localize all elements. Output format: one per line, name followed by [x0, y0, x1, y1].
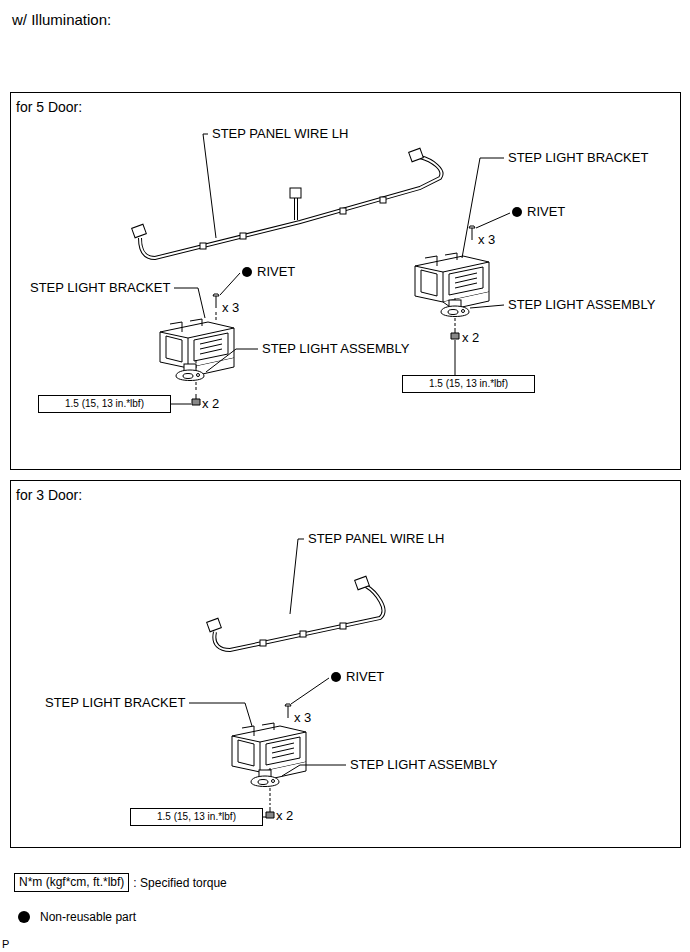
- non-reusable-symbol: [18, 911, 30, 923]
- page-title: w/ Illumination:: [12, 11, 111, 29]
- part-name: RIVET: [257, 264, 295, 280]
- legend-text: : Specified torque: [133, 875, 226, 891]
- part-name: STEP LIGHT BRACKET: [45, 695, 185, 711]
- torque-value: 1.5 (15, 13 in.*lbf): [157, 811, 236, 822]
- panel-heading: for 3 Door:: [16, 487, 82, 503]
- quantity: x 2: [276, 808, 293, 824]
- part-name: STEP LIGHT BRACKET: [30, 280, 170, 296]
- part-name: STEP LIGHT ASSEMBLY: [262, 341, 409, 357]
- quantity: x 3: [222, 300, 239, 316]
- torque-value: N*m (kgf*cm, ft.*lbf): [19, 875, 124, 889]
- part-name: RIVET: [527, 204, 565, 220]
- page-mark: P: [2, 936, 9, 952]
- torque-box: 1.5 (15, 13 in.*lbf): [402, 375, 535, 393]
- quantity: x 3: [294, 710, 311, 726]
- torque-unit-box: N*m (kgf*cm, ft.*lbf): [14, 873, 129, 892]
- part-name: RIVET: [346, 669, 384, 685]
- part-name: STEP LIGHT ASSEMBLY: [350, 757, 497, 773]
- quantity: x 2: [462, 330, 479, 346]
- torque-box: 1.5 (15, 13 in.*lbf): [130, 808, 263, 826]
- wire-harness: [132, 148, 442, 258]
- wire-harness: [207, 576, 384, 650]
- part-name: STEP LIGHT ASSEMBLY: [508, 297, 655, 313]
- part-name: STEP PANEL WIRE LH: [212, 126, 348, 142]
- torque-value: 1.5 (15, 13 in.*lbf): [429, 378, 508, 389]
- part-name: STEP LIGHT BRACKET: [508, 150, 648, 166]
- part-name: STEP PANEL WIRE LH: [308, 531, 444, 547]
- panel-heading: for 5 Door:: [16, 99, 82, 115]
- quantity: x 2: [202, 396, 219, 412]
- legend-text: Non-reusable part: [40, 909, 136, 925]
- torque-box: 1.5 (15, 13 in.*lbf): [38, 395, 171, 413]
- torque-value: 1.5 (15, 13 in.*lbf): [65, 398, 144, 409]
- quantity: x 3: [478, 232, 495, 248]
